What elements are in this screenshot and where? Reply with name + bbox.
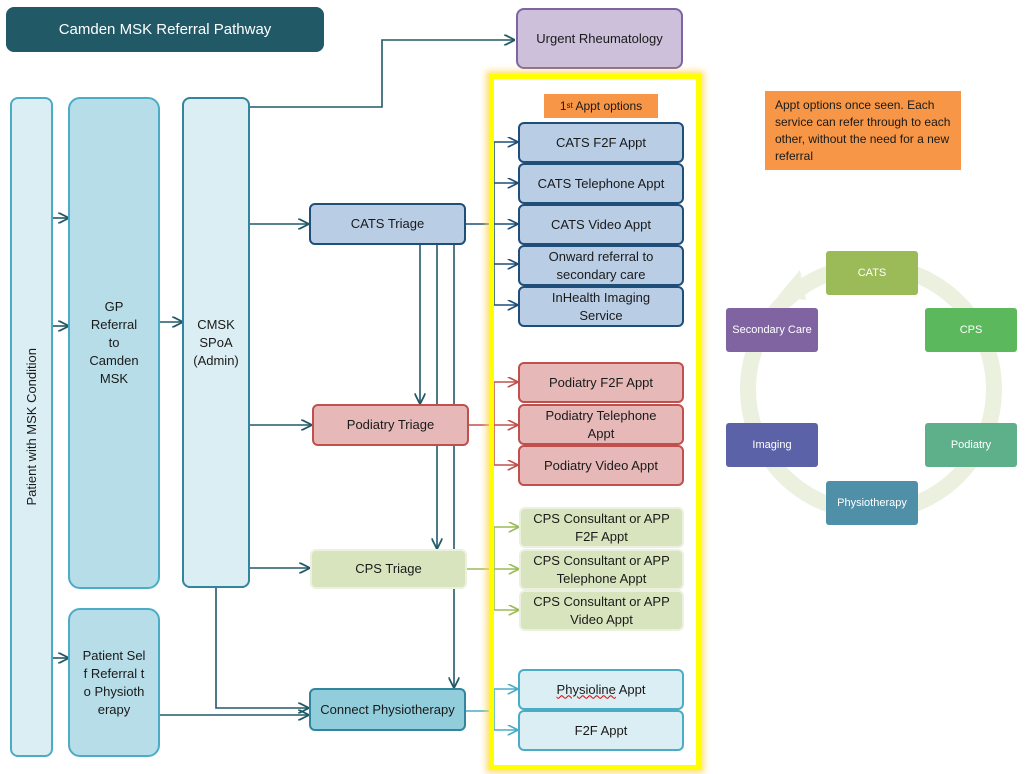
cycle-cats: CATS [826, 251, 918, 295]
connect-physiotherapy-box: Connect Physiotherapy [309, 688, 466, 731]
cycle-ring [740, 258, 1002, 520]
cycle-cps: CPS [925, 308, 1017, 352]
urgent-rheumatology-box: Urgent Rheumatology [516, 8, 683, 69]
cps-telephone-appt: CPS Consultant or APP Telephone Appt [519, 549, 684, 590]
cycle-ring-arrowhead [778, 270, 806, 300]
cats-triage-box: CATS Triage [309, 203, 466, 245]
physioline-word: Physioline [556, 681, 616, 697]
podiatry-triage-box: Podiatry Triage [312, 404, 469, 446]
self-referral-box: Patient Self Referral to Physiotherapy [68, 608, 160, 757]
cps-video-appt: CPS Consultant or APP Video Appt [519, 590, 684, 631]
onward-referral-secondary-care: Onward referral to secondary care [518, 245, 684, 286]
cats-telephone-appt: CATS Telephone Appt [518, 163, 684, 204]
appt-options-prefix: 1 [559, 99, 567, 113]
page-title: Camden MSK Referral Pathway [6, 7, 324, 52]
cps-f2f-appt: CPS Consultant or APP F2F Appt [519, 507, 684, 548]
cycle-imaging: Imaging [726, 423, 818, 467]
physioline-appt: Physioline Appt [518, 669, 684, 710]
cats-video-appt: CATS Video Appt [518, 204, 684, 245]
cps-triage-box: CPS Triage [310, 549, 467, 589]
appt-options-suffix: Appt options [572, 99, 643, 113]
cycle-podiatry: Podiatry [925, 423, 1017, 467]
podiatry-f2f-appt: Podiatry F2F Appt [518, 362, 684, 403]
cycle-secondary-care: Secondary Care [726, 308, 818, 352]
patient-condition-label: Patient with MSK Condition [23, 348, 39, 506]
cats-f2f-appt: CATS F2F Appt [518, 122, 684, 163]
appt-options-note: Appt options once seen. Each service can… [765, 91, 961, 170]
gp-referral-box: GP Referral to Camden MSK [68, 97, 160, 589]
podiatry-telephone-appt: Podiatry Telephone Appt [518, 404, 684, 445]
cycle-physiotherapy: Physiotherapy [826, 481, 918, 525]
patient-condition-box: Patient with MSK Condition [10, 97, 53, 757]
physio-f2f-appt: F2F Appt [518, 710, 684, 751]
podiatry-video-appt: Podiatry Video Appt [518, 445, 684, 486]
physioline-appt-suffix: Appt [615, 681, 646, 697]
cmsk-spoa-box: CMSK SPoA (Admin) [182, 97, 250, 588]
inhealth-imaging-service: InHealth Imaging Service [518, 286, 684, 327]
appt-options-highlight [489, 74, 701, 770]
